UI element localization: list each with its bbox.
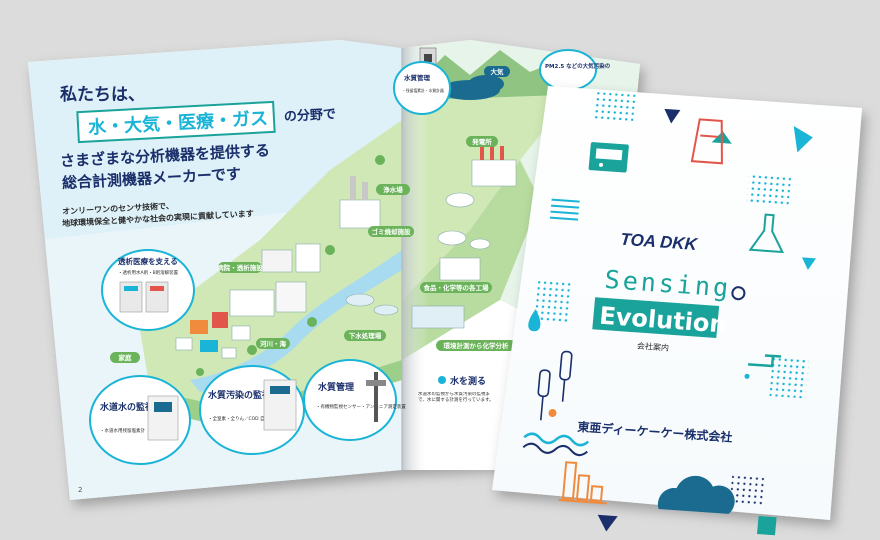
svg-text:浄水場: 浄水場 (383, 185, 403, 194)
svg-text:・透析用水A剤・B剤溶解装置: ・透析用水A剤・B剤溶解装置 (118, 269, 179, 276)
bubble-right-water-quality: 水質管理 ・残留塩素計・水質計器 (393, 61, 451, 115)
svg-text:環境計測から化学分析: 環境計測から化学分析 (444, 341, 510, 350)
probe-icon (537, 350, 573, 421)
headline-suffix: の分野で (283, 106, 336, 125)
circle-icon (731, 286, 746, 301)
drop-icon (438, 376, 446, 384)
water-text: 水道水の監視から水質汚染の監視まで、水に関する計測を行っています。 (418, 392, 494, 403)
cover-title-band (592, 297, 720, 338)
svg-text:・残留塩素計・水質計器: ・残留塩素計・水質計器 (402, 88, 444, 93)
bubble-water-pollution: 水質汚染の監視 ・全窒素・全りん／COD 自動測定装置 (199, 365, 305, 455)
label-environment: 環境計測から化学分析 (436, 340, 516, 351)
beaker-icon (690, 118, 723, 165)
svg-text:家庭: 家庭 (119, 353, 133, 362)
cloud-icon (440, 75, 504, 100)
triangle-icon (664, 108, 681, 124)
svg-text:水質汚染の監視: 水質汚染の監視 (208, 389, 271, 401)
svg-text:透析医療を支える: 透析医療を支える (118, 256, 178, 266)
svg-text:・有機物監視センサー・アンモニア測定装置: ・有機物監視センサー・アンモニア測定装置 (316, 403, 406, 410)
flask-icon (748, 213, 785, 254)
monitor-icon (588, 142, 629, 173)
cover-subtitle: 会社案内 (637, 341, 670, 353)
map-buildings (175, 155, 399, 376)
cloud-icon (657, 475, 735, 514)
circle-icon (548, 409, 557, 418)
label-food: 食品・化学等の各工場 (420, 282, 492, 293)
dot-grid-icon (729, 473, 767, 507)
building-icon (175, 243, 321, 359)
factory-icon (339, 176, 381, 229)
svg-text:大気: 大気 (491, 67, 505, 76)
svg-text:発電所: 発電所 (471, 137, 492, 146)
svg-text:病院・透析施設: 病院・透析施設 (217, 263, 263, 272)
cover-brochure: TOA DKK Sensing Evolution 会社案内 (492, 86, 862, 536)
svg-text:下水処理場: 下水処理場 (349, 331, 382, 340)
bubble-water-quality: 水質管理 ・有機物監視センサー・アンモニア測定装置 (303, 359, 406, 441)
svg-text:PM2.5 などの大気汚染の: PM2.5 などの大気汚染の (545, 62, 611, 70)
wave-icon (523, 432, 589, 447)
right-bubbles: 水質管理 ・残留塩素計・水質計器 PM2.5 などの大気汚染の 水を測る 水道水… (393, 49, 611, 403)
square-icon (756, 516, 777, 536)
cover-art: TOA DKK Sensing Evolution 会社案内 (522, 92, 816, 536)
drop-icon (528, 309, 541, 332)
map-labels: 病院・透析施設 家庭 河川・海 浄水場 ゴミ焼却施設 発電所 食品・化学等の各工… (110, 66, 516, 363)
highlight-box: 水・大気・医療・ガス (76, 100, 276, 144)
label-power: 発電所 (466, 136, 498, 147)
left-bubbles: 透析医療を支える ・透析用水A剤・B剤溶解装置 水道水の監視 ・水道水用残留塩素… (89, 249, 406, 465)
label-garbage: ゴミ焼却施設 (368, 226, 414, 237)
bubble-right-air: PM2.5 などの大気汚染の (539, 49, 611, 91)
tree-icon (196, 155, 385, 376)
svg-text:水質管理: 水質管理 (404, 73, 431, 82)
dot-grid-icon (746, 173, 792, 207)
tank-icon (411, 192, 491, 329)
dot-grid-icon (592, 92, 636, 123)
svg-text:河川・海: 河川・海 (260, 339, 287, 348)
triangle-icon (801, 257, 816, 270)
label-hospital: 病院・透析施設 (217, 262, 263, 273)
dot-grid-icon (769, 356, 809, 399)
dot-grid-icon (534, 279, 573, 324)
svg-text:・水道水用残留塩素計: ・水道水用残留塩素計 (100, 427, 145, 434)
bubble-tap-water: 水道水の監視 ・水道水用残留塩素計 (89, 375, 191, 465)
svg-text:ゴミ焼却施設: ゴミ焼却施設 (372, 227, 412, 236)
label-home: 家庭 (110, 352, 140, 363)
map-river (190, 250, 402, 392)
svg-text:食品・化学等の各工場: 食品・化学等の各工場 (423, 283, 490, 292)
label-air: 大気 (484, 66, 510, 77)
factory-icon (471, 138, 517, 187)
page-number: 2 (78, 486, 82, 494)
svg-text:水道水の監視: 水道水の監視 (100, 401, 154, 413)
headline-intro: 私たちは、 (60, 85, 145, 105)
label-river: 河川・海 (256, 338, 290, 349)
faucet-icon (744, 354, 782, 379)
bar-chart-icon (558, 461, 607, 505)
svg-text:・全窒素・全りん／COD 自動測定装置: ・全窒素・全りん／COD 自動測定装置 (208, 415, 288, 422)
label-water-plant: 浄水場 (376, 184, 410, 195)
svg-text:水を測る: 水を測る (450, 375, 486, 387)
triangle-icon (597, 514, 618, 532)
tank-icon (345, 293, 399, 316)
bubble-dialysis: 透析医療を支える ・透析用水A剤・B剤溶解装置 (101, 249, 195, 331)
svg-text:水質管理: 水質管理 (318, 381, 354, 393)
label-sewage: 下水処理場 (344, 330, 386, 341)
triangle-icon (793, 126, 813, 153)
stripe-block-icon (549, 198, 580, 221)
water-section: 水を測る 水道水の監視から水質汚染の監視まで、水に関する計測を行っています。 (418, 375, 494, 403)
